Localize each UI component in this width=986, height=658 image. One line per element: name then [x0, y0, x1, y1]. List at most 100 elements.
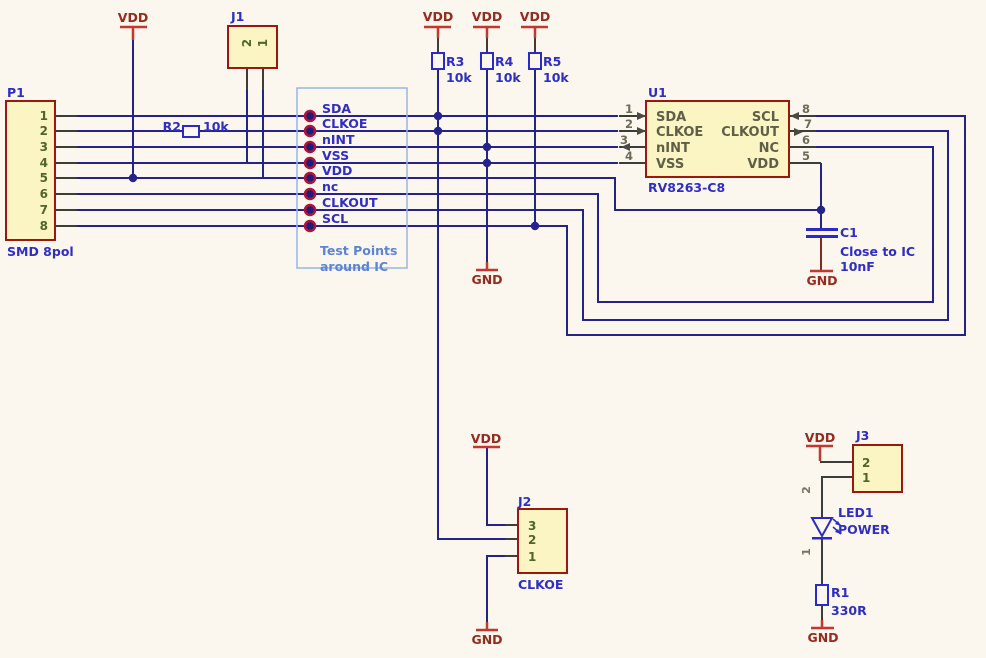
- p1-pin-number: 5: [40, 171, 48, 185]
- j1-body[interactable]: [227, 25, 278, 69]
- u1-ref: U1: [648, 85, 667, 100]
- u1-pin-name: SDA: [656, 110, 686, 125]
- r4-body[interactable]: [480, 52, 494, 70]
- p1-pin-number: 4: [40, 156, 48, 170]
- c1-ref: C1: [840, 225, 858, 240]
- gnd-label: GND: [806, 273, 837, 288]
- testpoint-frame: SDA CLKOE nINT VSS VDD nc CLKOUT SCL Tes…: [296, 87, 408, 274]
- u1-pin-name: SCL: [752, 110, 779, 125]
- pin-direction-arrow-icon: [621, 143, 630, 151]
- wire-scl-loop: [77, 115, 966, 336]
- c1-plate-bottom[interactable]: [806, 235, 838, 238]
- p1-value: SMD 8pol: [7, 244, 74, 259]
- gnd-label: GND: [471, 632, 502, 647]
- connector-j1: J1 2 1: [227, 9, 278, 69]
- c1-note: Close to IC: [840, 244, 915, 259]
- testpoint[interactable]: [303, 140, 317, 154]
- j2-ref: J2: [517, 494, 531, 509]
- pin-direction-arrow-icon: [637, 112, 646, 120]
- r1-value: 330R: [831, 603, 867, 618]
- vdd-label: VDD: [471, 431, 501, 446]
- testpoint[interactable]: [303, 187, 317, 201]
- led-wire-pin-number: 1: [800, 548, 813, 556]
- tp-caption-line1: Test Points: [320, 243, 397, 258]
- wire-vdd-to-j2pin3: [486, 461, 505, 526]
- j1-pin-number: 2: [240, 39, 254, 47]
- u1-value: RV8263-C8: [648, 180, 725, 195]
- resistor-r2: R2 10k: [163, 119, 229, 138]
- j2-pin-number: 3: [528, 519, 536, 533]
- u1-pin-name: CLKOUT: [721, 125, 779, 140]
- tp-label-clkoe: CLKOE: [322, 116, 367, 131]
- pin-direction-arrow-icon: [637, 127, 646, 135]
- junction-dot: [530, 221, 540, 231]
- c1-value: 10nF: [840, 259, 875, 274]
- resistor-r4: R4 10k: [480, 52, 521, 85]
- ic-u1: U1 RV8263-C8 SDA CLKOE nINT VSS SCL CLKO…: [620, 85, 812, 195]
- j3-pin-number: 2: [862, 456, 870, 470]
- r5-ref: R5: [543, 54, 561, 69]
- p1-pin-number: 7: [40, 203, 48, 217]
- vdd-label: VDD: [472, 9, 502, 24]
- led-wire-pin-number: 2: [800, 486, 813, 494]
- tp-label-scl: SCL: [322, 211, 348, 226]
- testpoint[interactable]: [303, 109, 317, 123]
- led1-triangle[interactable]: [810, 517, 834, 539]
- tp-label-vss: VSS: [322, 148, 349, 163]
- r1-body[interactable]: [815, 584, 829, 606]
- junction-dot: [433, 111, 443, 121]
- testpoint[interactable]: [303, 171, 317, 185]
- p1-pin-number: 3: [40, 140, 48, 154]
- r3-body[interactable]: [431, 52, 445, 70]
- c1-plate-top[interactable]: [806, 228, 838, 231]
- tp-label-nc: nc: [322, 179, 338, 194]
- u1-pin-name: CLKOE: [656, 125, 703, 140]
- supply-symbols: [120, 25, 834, 632]
- pin-stubs: [55, 38, 853, 620]
- gnd-label: GND: [471, 272, 502, 287]
- testpoint[interactable]: [303, 124, 317, 138]
- testpoint-box: [296, 87, 408, 269]
- led-led1: LED1 POWER 2 1: [800, 486, 890, 556]
- resistor-r3: R3 10k: [431, 52, 472, 85]
- r2-body[interactable]: [182, 125, 200, 138]
- j3-pin1-wire: [821, 476, 853, 518]
- j2-pin-number: 2: [528, 533, 536, 547]
- u1-pin-name: VSS: [656, 157, 684, 172]
- wire-vdd-route: [77, 177, 821, 211]
- testpoint[interactable]: [303, 219, 317, 233]
- gnd-label: GND: [807, 630, 838, 645]
- r2-ref: R2: [163, 119, 181, 134]
- j3-pin-number: 1: [862, 471, 870, 485]
- p1-body[interactable]: [5, 100, 56, 241]
- p1-pin-number: 6: [40, 187, 48, 201]
- supply-labels: VDD VDD VDD VDD VDD VDD GND GND GND GND: [118, 9, 839, 647]
- junction-dot: [433, 126, 443, 136]
- u1-pin-name: nINT: [656, 141, 690, 156]
- wire-r3-clkoe-to-j2: [437, 69, 505, 540]
- r1-ref: R1: [831, 585, 849, 600]
- junction-dot: [482, 142, 492, 152]
- testpoint[interactable]: [303, 203, 317, 217]
- capacitor-c1: C1 Close to IC 10nF: [806, 225, 915, 274]
- r3-value: 10k: [446, 70, 472, 85]
- r5-value: 10k: [543, 70, 569, 85]
- junction-dots: [128, 111, 826, 231]
- j2-body[interactable]: [517, 508, 568, 574]
- u1-pin-name: VDD: [747, 157, 779, 172]
- tp-label-vdd: VDD: [322, 163, 352, 178]
- r2-value: 10k: [203, 119, 229, 134]
- tp-label-sda: SDA: [322, 101, 351, 116]
- testpoint[interactable]: [303, 156, 317, 170]
- connector-j3: J3 2 1: [852, 428, 903, 493]
- r5-body[interactable]: [528, 52, 542, 70]
- tp-caption-line2: around IC: [320, 259, 388, 274]
- vdd-label: VDD: [423, 9, 453, 24]
- wire-clkout-loop: [77, 130, 949, 321]
- r4-value: 10k: [495, 70, 521, 85]
- resistor-r1: R1 330R: [815, 584, 867, 618]
- p1-pin-number: 1: [40, 109, 48, 123]
- u1-body[interactable]: [645, 100, 790, 178]
- connector-p1: P1 SMD 8pol 1 2 3 4 5 6 7 8: [5, 85, 74, 259]
- j3-body[interactable]: [852, 444, 903, 493]
